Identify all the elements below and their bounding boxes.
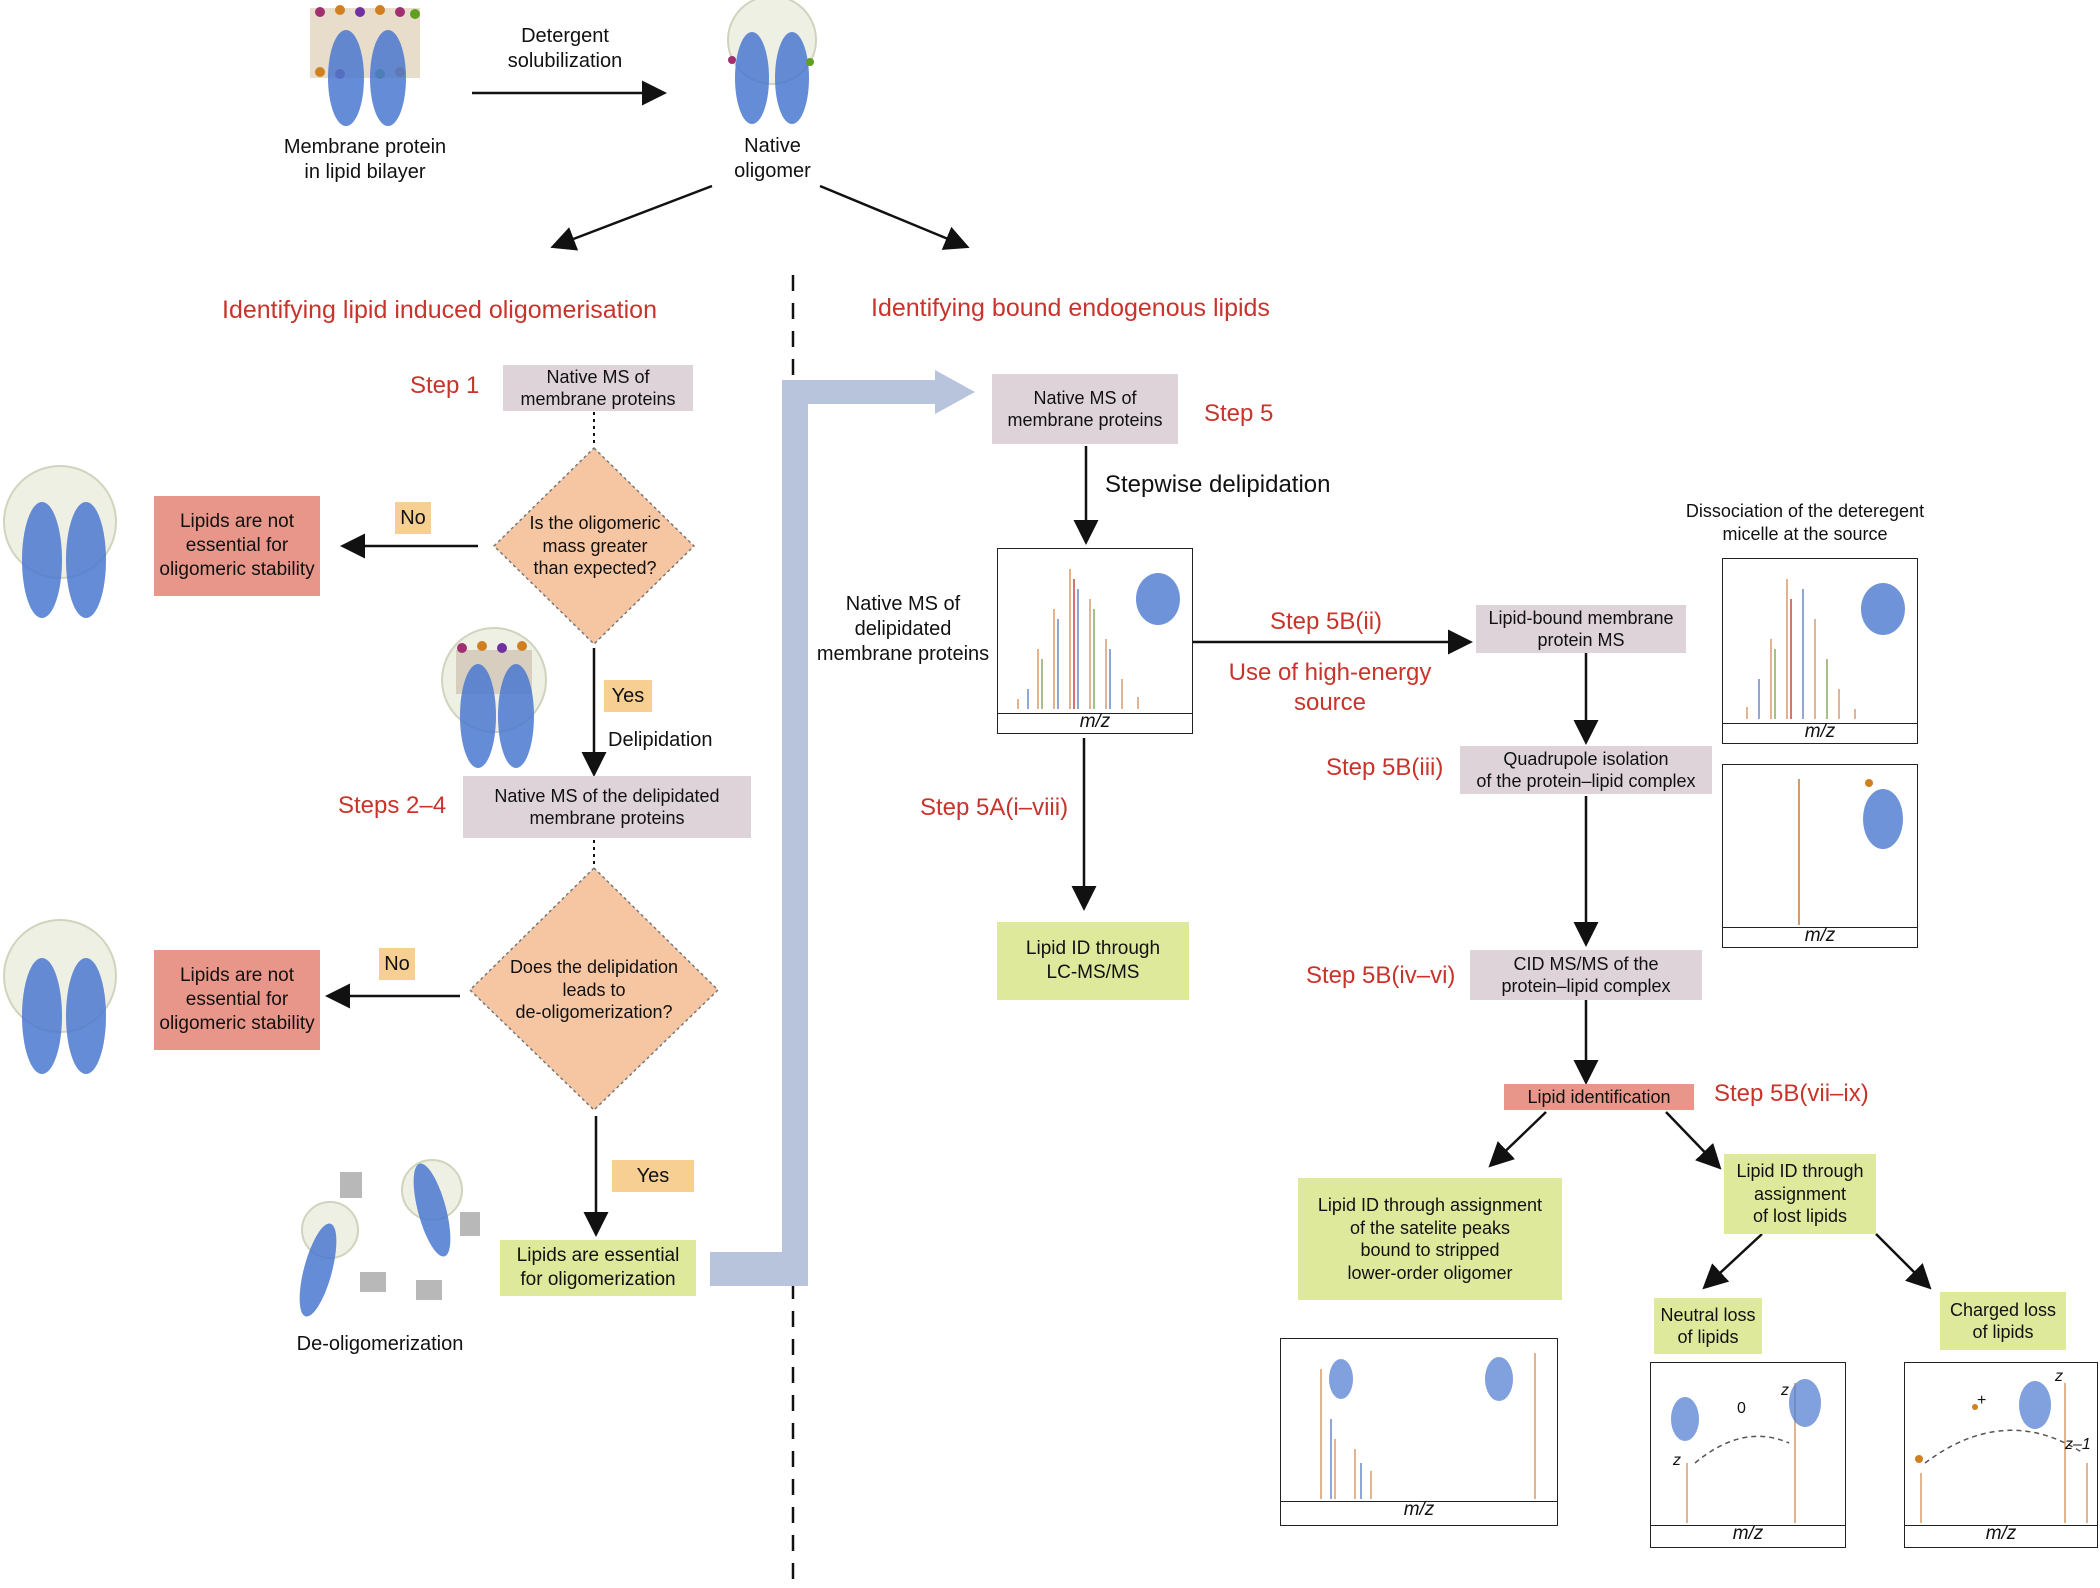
question-1: Is the oligomeric mass greater than expe… <box>529 513 661 578</box>
membrane-protein-label: Membrane protein in lipid bilayer <box>283 136 447 183</box>
dissociation-label: Dissociation of the deteregent micelle a… <box>1685 501 1925 544</box>
native-oligomer-illustration <box>727 0 817 124</box>
no1-tag: No <box>395 502 431 534</box>
neutral-loss-spectrum <box>1671 1379 1821 1523</box>
lipid-bound-ms-plot: m/z <box>1722 558 1918 744</box>
delipidated-mz: m/z <box>1079 711 1111 732</box>
step1-box: Native MS of membrane proteins <box>503 365 693 411</box>
lipid-bound-box: Lipid-bound membrane protein MS <box>1476 605 1686 653</box>
right-heading: Identifying bound endogenous lipids <box>871 294 1270 322</box>
to-neutral-arrow <box>1702 1233 1763 1290</box>
neutral-loss-box: Neutral loss of lipids <box>1654 1298 1762 1354</box>
no2-result-box: Lipids are not essential for oligomeric … <box>154 950 320 1050</box>
stepwise-label: Stepwise delipidation <box>1105 471 1331 498</box>
delipidated-spectrum <box>1017 569 1180 709</box>
steps24-box: Native MS of the delipidated membrane pr… <box>463 776 751 838</box>
high-energy-label: Use of high-energy source <box>1228 659 1432 716</box>
native-oligomer-label: Native oligomer <box>734 135 811 182</box>
oligomer-with-lipids-illustration <box>441 627 547 768</box>
delipidation-label: Delipidation <box>608 729 713 751</box>
neutral-z-left: z <box>1673 1452 1681 1469</box>
quad-ms-plot: m/z <box>1722 764 1918 948</box>
charged-loss-box: Charged loss of lipids <box>1940 1292 2066 1350</box>
to-charged-arrow <box>1875 1233 1932 1290</box>
delipidated-axis <box>998 713 1192 714</box>
charged-zminus1: z–1 <box>2065 1436 2091 1453</box>
lipid-bound-mz: m/z <box>1804 721 1836 742</box>
left-heading: Identifying lipid induced oligomerisatio… <box>222 296 657 324</box>
to-satellite-arrow <box>1488 1111 1547 1168</box>
to-lost-arrow <box>1665 1111 1722 1170</box>
lipid-bound-spectrum <box>1746 579 1905 719</box>
yes2-result-box: Lipids are essential for oligomerization <box>500 1240 696 1296</box>
charged-z: z <box>2055 1368 2063 1385</box>
satellite-spectrum <box>1320 1353 1536 1499</box>
step5bii-label: Step 5B(ii) <box>1270 608 1383 635</box>
diamond-2 <box>468 866 720 1112</box>
deoligomerization-label: De-oligomerization <box>296 1333 464 1355</box>
charged-loss-spectrum <box>1915 1381 2088 1523</box>
satellite-box: Lipid ID through assignment of the satel… <box>1298 1178 1562 1300</box>
deoligomerization-illustration <box>299 1159 480 1317</box>
delipidated-ms-plot: m/z <box>997 548 1193 734</box>
step5-label: Step 5 <box>1204 400 1274 427</box>
charged-plus: + <box>1977 1392 1987 1409</box>
steps24-label: Steps 2–4 <box>338 792 447 819</box>
lipid-bound-axis <box>1723 723 1917 724</box>
yes1-tag: Yes <box>604 680 652 712</box>
quad-axis <box>1723 927 1917 928</box>
lcms-box: Lipid ID through LC-MS/MS <box>997 922 1189 1000</box>
detergent-solubilization-label: Detergent solubilization <box>507 25 623 72</box>
diamond-1 <box>492 446 696 646</box>
step5biii-label: Step 5B(iii) <box>1326 754 1444 781</box>
oligomer-illustration-no1 <box>3 465 117 618</box>
satellite-ms-plot: m/z <box>1280 1338 1558 1526</box>
split-arrow-left <box>550 184 713 251</box>
step5-box: Native MS of membrane proteins <box>992 374 1178 444</box>
neutral-axis <box>1651 1525 1845 1526</box>
quad-spectrum <box>1798 779 1903 925</box>
no1-result-box: Lipids are not essential for oligomeric … <box>154 496 320 596</box>
step5biv-label: Step 5B(iv–vi) <box>1306 962 1456 989</box>
oligomer-illustration-no2 <box>3 919 117 1074</box>
question-2: Does the delipidation leads to de-oligom… <box>509 957 679 1022</box>
satellite-axis <box>1281 1501 1557 1502</box>
blue-flow-arrow <box>710 370 975 1286</box>
satellite-mz: m/z <box>1403 1499 1435 1520</box>
quad-box: Quadrupole isolation of the protein–lipi… <box>1460 746 1712 794</box>
neutral-z-right: z <box>1781 1382 1789 1399</box>
step5bvii-label: Step 5B(vii–ix) <box>1714 1080 1869 1107</box>
charged-loss-plot: + z z–1 m/z <box>1904 1362 2098 1548</box>
charged-mz: m/z <box>1985 1523 2017 1544</box>
lost-lipids-box: Lipid ID through assignment of lost lipi… <box>1724 1154 1876 1234</box>
yes2-tag: Yes <box>612 1160 694 1192</box>
neutral-loss-plot: z 0 z m/z <box>1650 1362 1846 1548</box>
cid-box: CID MS/MS of the protein–lipid complex <box>1470 950 1702 1000</box>
native-delip-label: Native MS of delipidated membrane protei… <box>816 593 990 665</box>
quad-mz: m/z <box>1804 925 1836 946</box>
step1-label: Step 1 <box>410 372 480 399</box>
split-arrow-right <box>819 184 970 250</box>
neutral-mz: m/z <box>1732 1523 1764 1544</box>
lipid-id-box: Lipid identification <box>1504 1084 1694 1110</box>
charged-axis <box>1905 1525 2097 1526</box>
step5a-label: Step 5A(i–viii) <box>920 794 1069 821</box>
no2-tag: No <box>379 948 415 980</box>
membrane-protein-illustration <box>310 5 420 126</box>
neutral-zero: 0 <box>1737 1400 1746 1417</box>
